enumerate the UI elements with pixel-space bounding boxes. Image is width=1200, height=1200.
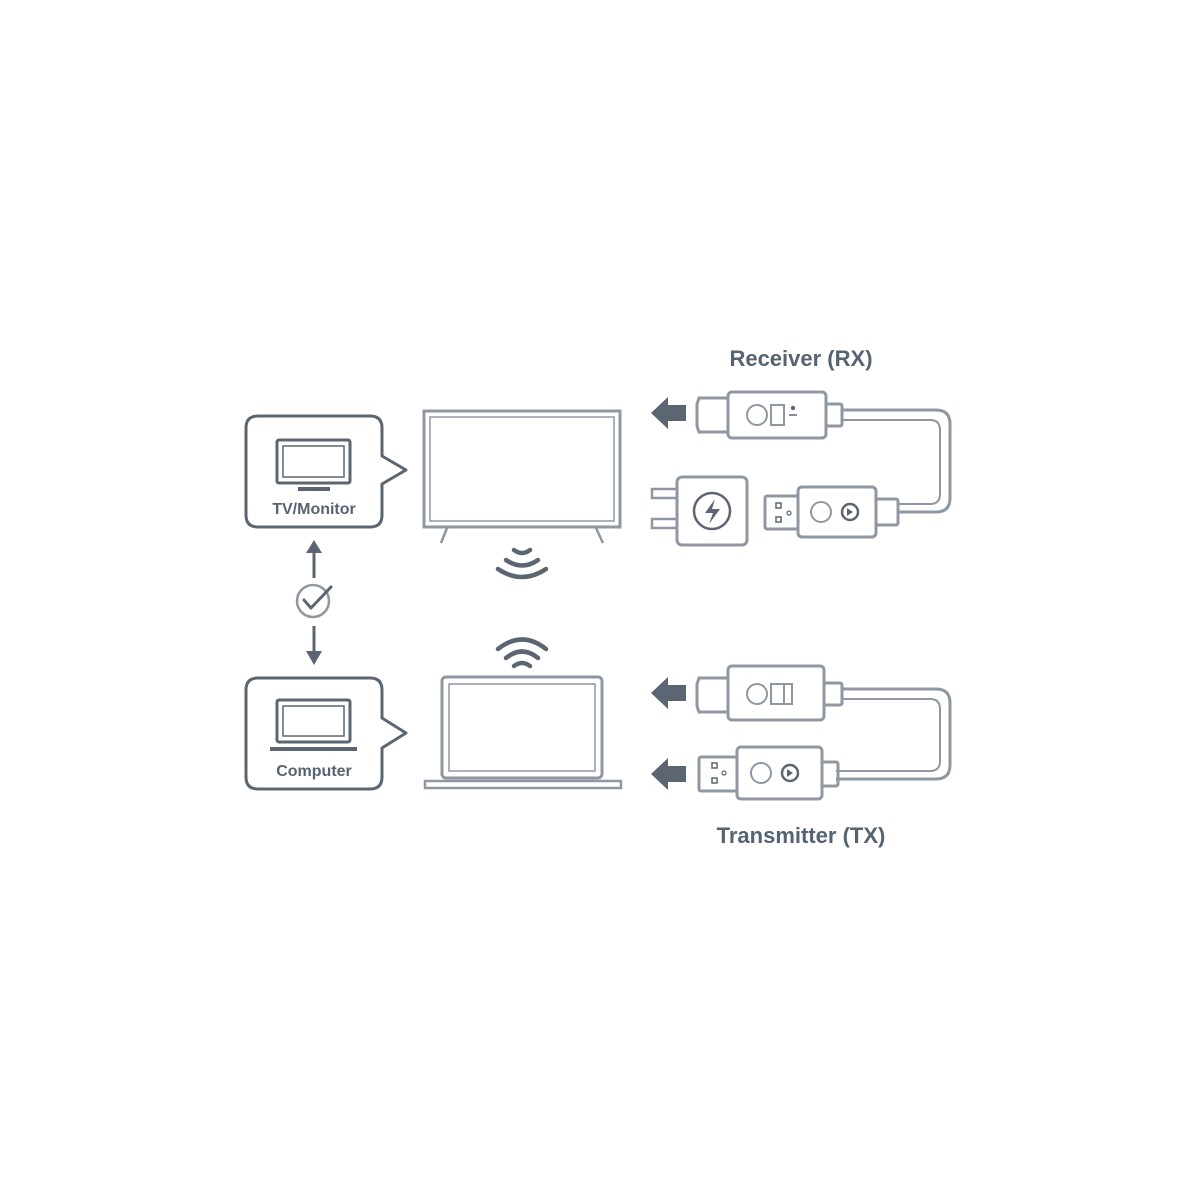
laptop-screen — [448, 683, 596, 772]
tv-frame — [422, 409, 622, 529]
receiver-title: Receiver (RX) — [729, 346, 872, 371]
rx-dongle-strain — [824, 402, 844, 428]
wireless-signal-icon — [495, 637, 549, 669]
rx-dongle-body — [726, 390, 828, 440]
computer-callout: Computer — [244, 676, 408, 791]
power-adapter-icon — [650, 475, 749, 547]
tv-screen — [429, 416, 615, 522]
laptop-base — [423, 779, 623, 790]
usb-plug — [763, 494, 800, 531]
transmitter-title: Transmitter (TX) — [717, 823, 886, 848]
laptop-lid — [440, 675, 604, 780]
lightning-icon — [705, 499, 720, 524]
check-circle-icon — [295, 583, 333, 619]
tv-monitor-callout: TV/Monitor — [244, 414, 408, 529]
tx-usb-body — [735, 745, 824, 801]
rx-usb-body — [796, 485, 878, 539]
tv-illustration — [422, 409, 622, 544]
tx-cable — [836, 687, 952, 781]
wireless-signal-icon — [495, 547, 549, 580]
arrow-left-icon — [651, 758, 686, 790]
rx-usb-power-dongle — [763, 485, 900, 539]
arrow-down-head — [306, 651, 322, 665]
rx-cable — [842, 408, 952, 514]
hdmi-plug — [695, 396, 730, 434]
arrow-up-head — [306, 540, 322, 553]
arrow-left-icon — [651, 677, 686, 709]
rx-hdmi-dongle — [651, 390, 952, 514]
compatibility-arrow — [295, 540, 333, 665]
tv-leg-left — [439, 527, 449, 544]
tx-dongle-body — [726, 664, 826, 722]
laptop-illustration — [423, 675, 623, 790]
tx-hdmi-dongle — [651, 664, 952, 781]
usb-plug — [697, 755, 739, 793]
laptop-icon — [270, 698, 357, 751]
hdmi-plug — [695, 676, 730, 714]
tv-monitor-label: TV/Monitor — [272, 501, 356, 518]
tx-usb-dongle — [651, 745, 840, 801]
tv-callout-box — [244, 414, 408, 529]
adapter-body — [675, 475, 749, 547]
tv-leg-right — [594, 527, 605, 544]
computer-label: Computer — [276, 763, 352, 780]
monitor-icon — [275, 438, 352, 491]
arrow-left-icon — [651, 397, 686, 429]
